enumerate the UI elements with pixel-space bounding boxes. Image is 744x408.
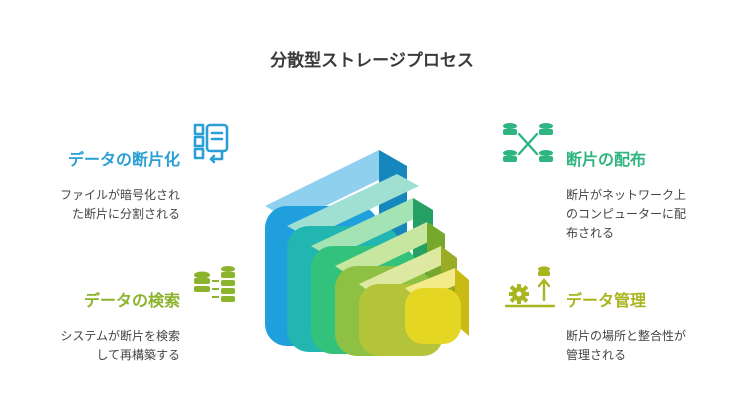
step-fragmentation-description: ファイルが暗号化され た断片に分割される — [20, 186, 180, 224]
step-distribution: 断片の配布 断片がネットワーク上 のコンピューターに配 布される — [566, 146, 686, 243]
desc-line: 断片がネットワーク上 — [566, 188, 687, 202]
step-search-description: システムが断片を検索 して再構築する — [20, 327, 180, 365]
step-distribution-heading: 断片の配布 — [566, 150, 647, 169]
desc-line: ファイルが暗号化され — [59, 188, 180, 202]
desc-line: して再構築する — [96, 348, 180, 362]
database-gear-icon — [505, 266, 555, 308]
desc-line: 断片の場所と整合性が — [566, 329, 687, 343]
layer-yellow — [405, 268, 469, 344]
step-fragmentation: データの断片化 ファイルが暗号化され た断片に分割される — [20, 146, 180, 224]
desc-line: 管理される — [566, 348, 627, 362]
desc-line: のコンピューターに配 — [566, 207, 687, 221]
desc-line: た断片に分割される — [71, 207, 180, 221]
step-management: データ管理 断片の場所と整合性が 管理される — [566, 287, 686, 365]
step-fragmentation-heading: データの断片化 — [67, 150, 180, 169]
desc-line: 布される — [566, 226, 615, 240]
step-distribution-description: 断片がネットワーク上 のコンピューターに配 布される — [566, 186, 686, 243]
step-management-description: 断片の場所と整合性が 管理される — [566, 327, 686, 365]
step-search-heading: データの検索 — [83, 291, 180, 310]
step-search: データの検索 システムが断片を検索 して再構築する — [20, 287, 180, 365]
database-network-icon — [503, 123, 553, 162]
diagram-title: 分散型ストレージプロセス — [270, 51, 474, 71]
database-search-icon — [194, 266, 235, 302]
desc-line: システムが断片を検索 — [60, 329, 180, 343]
stacked-layers-graphic — [265, 150, 469, 356]
document-split-icon — [193, 123, 229, 164]
step-management-heading: データ管理 — [566, 291, 647, 310]
